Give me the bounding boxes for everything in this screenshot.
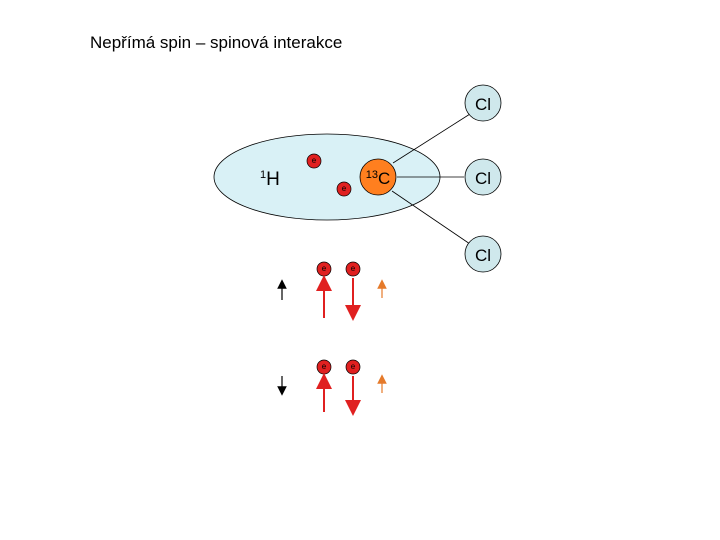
chlorine-atom-mid: Cl [464,158,502,196]
electron-2: e [345,261,361,277]
electron-label: e [322,264,327,273]
electron-label: e [312,156,317,165]
hydrogen-isotope-number: 1 [260,169,266,181]
electron-label: e [351,264,356,273]
bonding-electron-1: e [306,153,322,169]
spin-state-1: e e [277,261,387,321]
electron-1: e [316,359,332,375]
bond-c-cl-bottom [391,190,471,245]
hydrogen-label: 1H [260,169,280,190]
hydrogen-symbol: H [266,169,280,190]
carbon-13-atom: 13C [359,158,397,196]
carbon-symbol: C [378,169,390,188]
chlorine-label: Cl [475,246,491,265]
electron-label: e [322,362,327,371]
electron-label: e [351,362,356,371]
electron-2: e [345,359,361,375]
bonding-electron-2: e [336,181,352,197]
bond-c-cl-top [392,113,471,164]
electron-1: e [316,261,332,277]
chlorine-label: Cl [475,169,491,188]
chlorine-label: Cl [475,95,491,114]
chlorine-atom-top: Cl [464,84,502,122]
chlorine-atom-bottom: Cl [464,235,502,273]
carbon-isotope-number: 13 [366,169,378,181]
electron-label: e [342,184,347,193]
svg-text:13C: 13C [366,169,391,188]
page-title: Nepřímá spin – spinová interakce [90,33,343,52]
spin-state-2: e e [277,359,387,416]
